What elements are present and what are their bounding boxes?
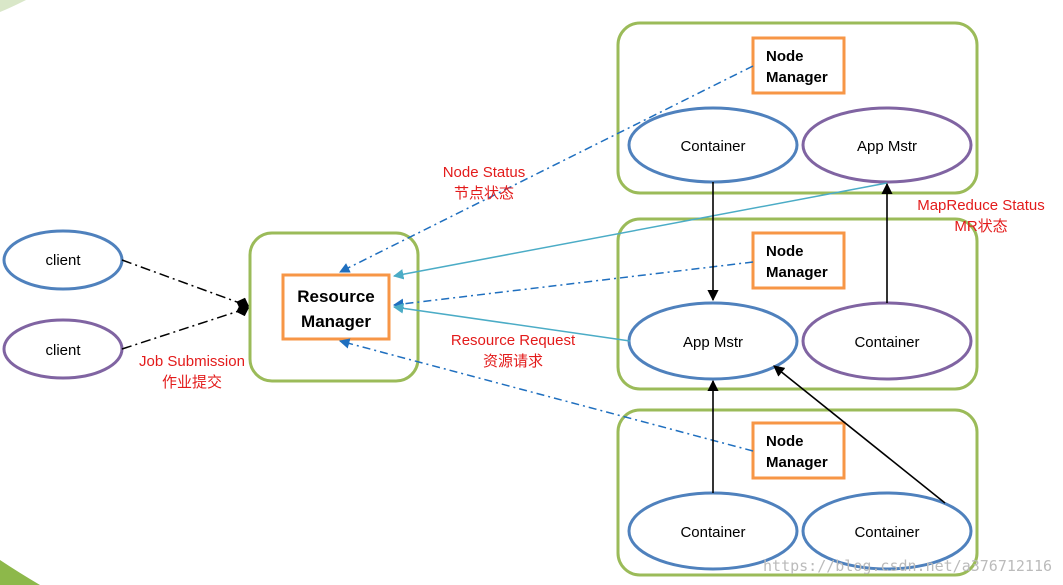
corner-decoration (0, 560, 40, 585)
app-mstr-top-label: App Mstr (857, 138, 917, 155)
resource-manager-label-line2: Manager (301, 312, 371, 331)
node-status-arrow-top (339, 65, 754, 273)
job-submission-line-1 (121, 259, 250, 311)
container-bottom-right-label: Container (854, 524, 919, 541)
container-bottom-right (801, 491, 973, 571)
resource-manager-box (281, 273, 391, 341)
client-label-2: client (45, 342, 81, 359)
resource-request-arrow (392, 303, 631, 342)
node-manager-bottom (751, 421, 846, 480)
node-manager-top-label-line1: Node (766, 48, 804, 65)
resource-manager-label-line1: Resource (297, 287, 374, 306)
node-manager-top (751, 36, 846, 95)
watermark-url: https://blog.csdn.net/a376712116 (763, 557, 1052, 575)
node-manager-bottom-label-line2: Manager (766, 454, 828, 471)
job-submission-label: Job Submission (139, 353, 245, 370)
app-mstr-middle-label: App Mstr (683, 334, 743, 351)
corner-decoration-top (0, 0, 26, 12)
container-bottom-left-label: Container (680, 524, 745, 541)
job-submission-line-2 (121, 303, 250, 350)
node-manager-middle-label-line2: Manager (766, 264, 828, 281)
resource-request-label: Resource Request (451, 332, 576, 349)
mapreduce-status-arrow (392, 182, 888, 280)
mapreduce-status-label: MapReduce Status (917, 197, 1045, 214)
node-status-label-zh: 节点状态 (454, 185, 514, 202)
node-manager-top-label-line2: Manager (766, 69, 828, 86)
resource-request-label-zh: 资源请求 (483, 353, 543, 370)
node-manager-middle-label-line1: Node (766, 243, 804, 260)
container-middle-right-label: Container (854, 334, 919, 351)
node-status-arrow-middle (392, 261, 754, 310)
app-mstr-top (801, 106, 973, 184)
mapreduce-status-label-zh: MR状态 (954, 218, 1007, 235)
node-status-label: Node Status (443, 164, 526, 181)
container-top-left-label: Container (680, 138, 745, 155)
container-to-appmstr-arrow-diagonal (773, 365, 946, 504)
client-label-1: client (45, 252, 81, 269)
job-submission-label-zh: 作业提交 (162, 373, 222, 391)
node-manager-bottom-label-line1: Node (766, 433, 804, 450)
node-manager-middle (751, 231, 846, 290)
